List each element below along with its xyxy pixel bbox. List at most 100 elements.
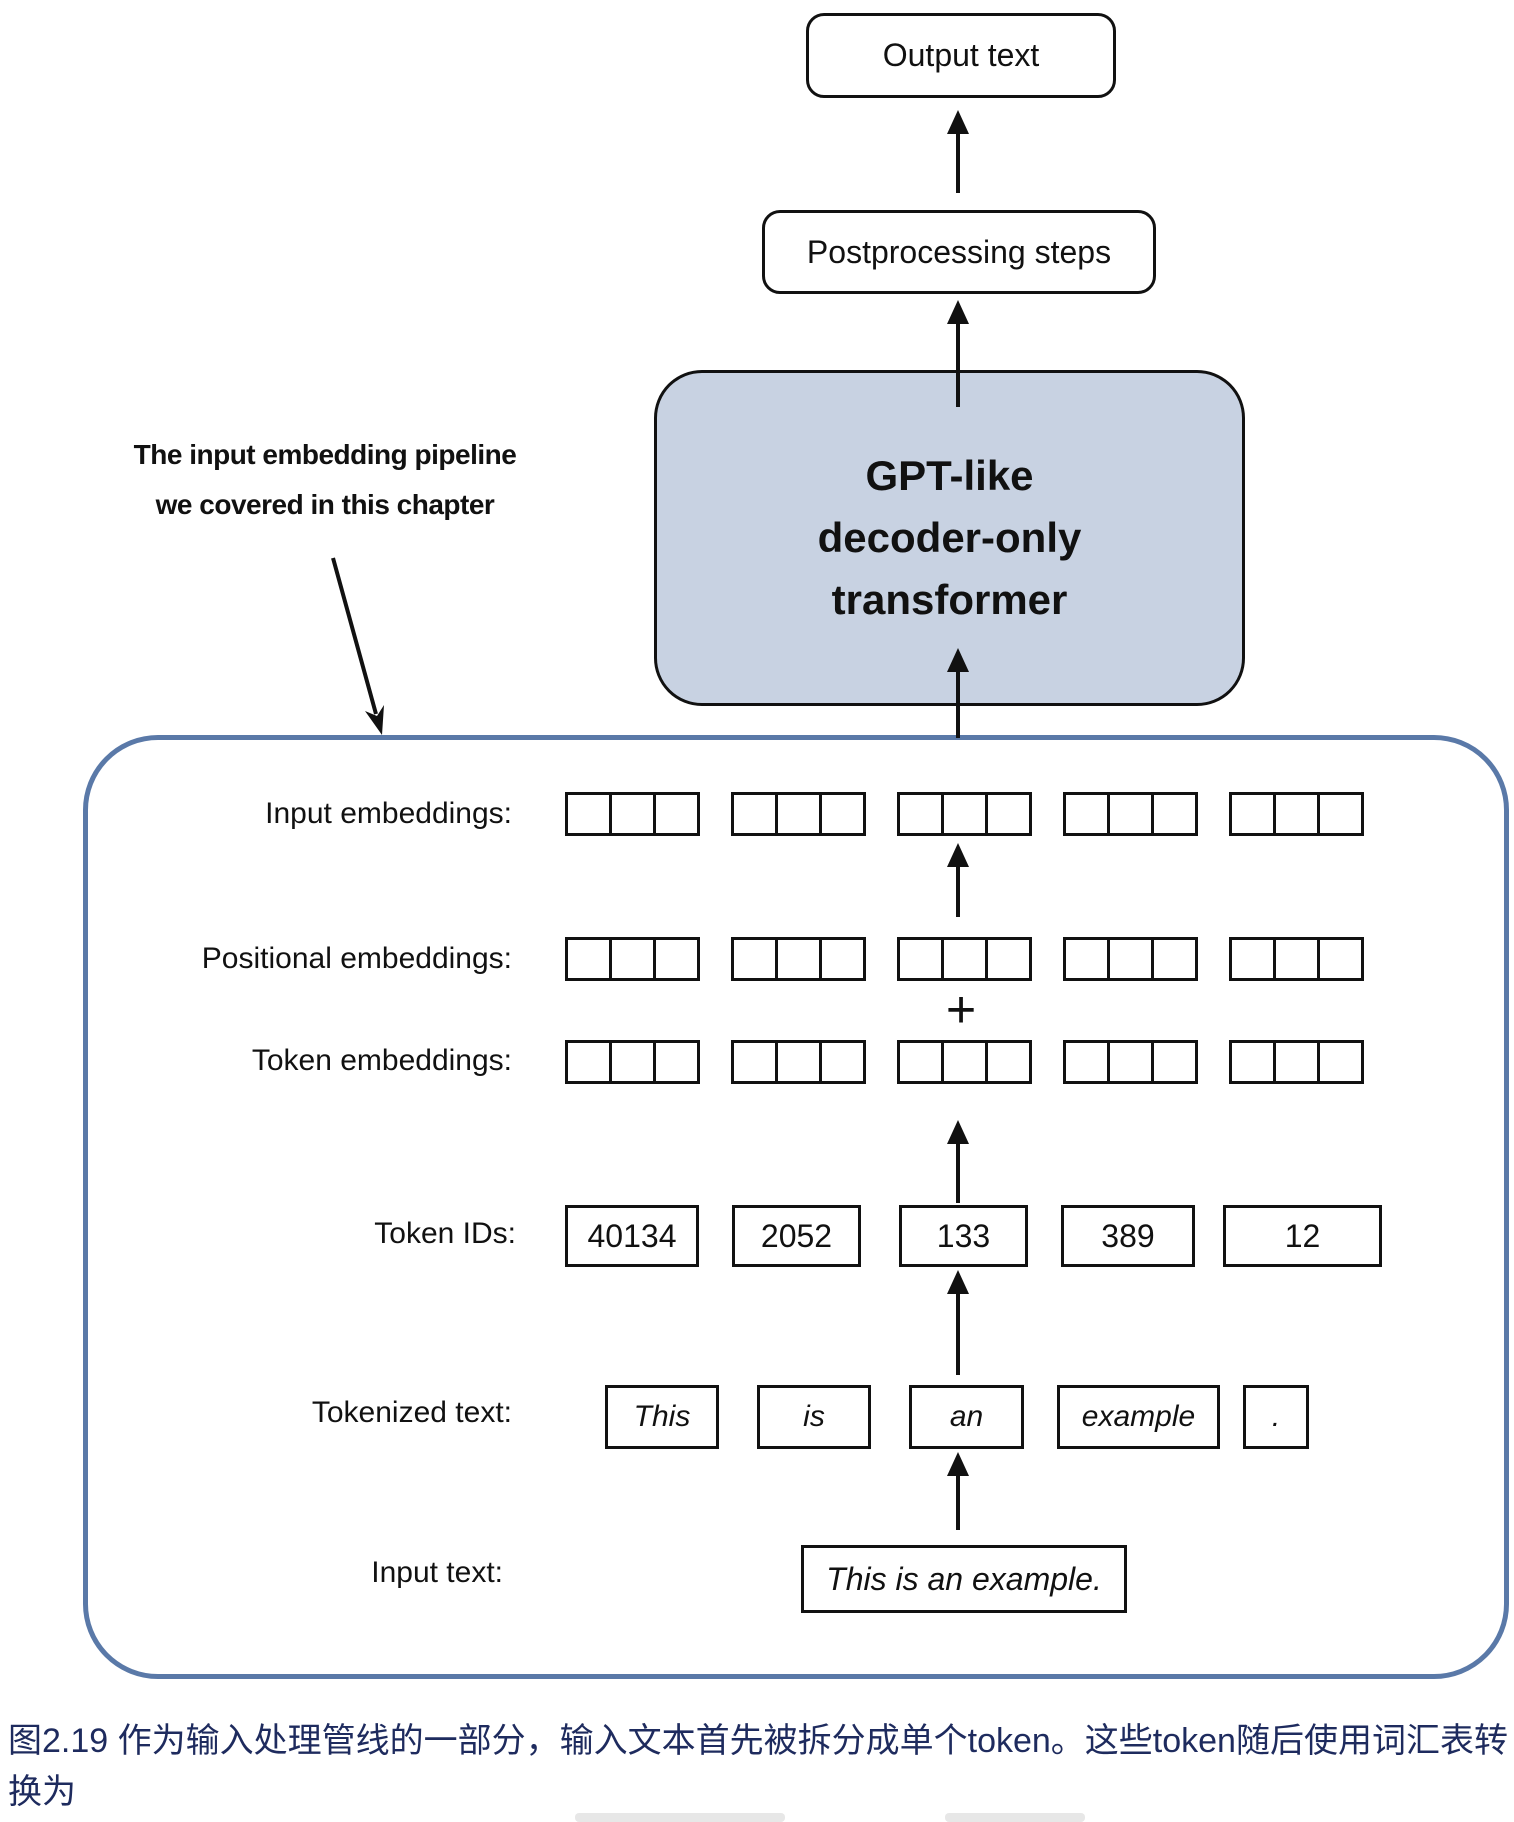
figure-caption: 图2.19 作为输入处理管线的一部分，输入文本首先被拆分成单个token。这些t…: [8, 1716, 1508, 1822]
output-text-box: Output text: [806, 13, 1116, 98]
embedding-cell: [1151, 937, 1198, 981]
embedding-cell: [985, 1040, 1032, 1084]
embedding-cell: [1317, 937, 1364, 981]
embedding-cell: [1151, 792, 1198, 836]
embedding-cell: [985, 937, 1032, 981]
embedding-cell: [941, 1040, 988, 1084]
embedding-cell: [609, 792, 656, 836]
token-box: example: [1057, 1385, 1220, 1449]
embedding-cell: [1317, 792, 1364, 836]
embedding-cell: [731, 937, 778, 981]
embedding-cell: [775, 792, 822, 836]
annotation-text: The input embedding pipeline we covered …: [75, 430, 575, 530]
embedding-vector: [731, 1040, 866, 1084]
token-box: This: [605, 1385, 719, 1449]
embedding-cell: [1107, 792, 1154, 836]
embedding-cell: [941, 792, 988, 836]
gpt-line-3: transformer: [831, 576, 1068, 623]
embedding-vector: [1063, 792, 1198, 836]
arrow-input-text-to-tokens: [956, 1475, 960, 1530]
embedding-cell: [819, 792, 866, 836]
annotation-arrow: [331, 557, 384, 735]
embedding-cell: [1317, 1040, 1364, 1084]
gpt-line-2: decoder-only: [817, 514, 1082, 561]
embedding-cell: [731, 792, 778, 836]
embedding-cell: [565, 792, 612, 836]
embedding-vector: [731, 937, 866, 981]
input-text-label: Input text:: [371, 1556, 503, 1589]
input-embedding-pipeline-box: [83, 735, 1509, 1679]
embedding-cell: [653, 1040, 700, 1084]
embedding-cell: [1273, 937, 1320, 981]
arrow-gpt-to-postprocessing: [956, 323, 960, 407]
token-id-box: 133: [899, 1205, 1028, 1267]
token-box: .: [1243, 1385, 1309, 1449]
input-embeddings-row: [565, 792, 1364, 836]
embedding-cell: [1229, 792, 1276, 836]
token-box: is: [757, 1385, 871, 1449]
gpt-line-1: GPT-like: [865, 452, 1034, 499]
cropped-text-artifact: [575, 1813, 785, 1822]
tokenized-text-label: Tokenized text:: [311, 1396, 512, 1429]
embedding-cell: [1107, 937, 1154, 981]
embedding-cell: [1107, 1040, 1154, 1084]
embedding-vector: [1229, 792, 1364, 836]
embedding-cell: [731, 1040, 778, 1084]
arrow-postprocessing-to-output: [956, 133, 960, 193]
annotation-line-2: we covered in this chapter: [155, 489, 495, 520]
token-embeddings-row: [565, 1040, 1364, 1084]
embedding-cell: [609, 937, 656, 981]
embedding-cell: [1229, 1040, 1276, 1084]
token-ids-label: Token IDs:: [374, 1217, 516, 1250]
embedding-vector: [897, 937, 1032, 981]
token-embeddings-label: Token embeddings:: [251, 1044, 512, 1077]
embedding-vector: [565, 792, 700, 836]
embedding-cell: [565, 1040, 612, 1084]
embedding-cell: [609, 1040, 656, 1084]
embedding-cell: [653, 937, 700, 981]
embedding-cell: [1063, 792, 1110, 836]
positional-embeddings-label: Positional embeddings:: [201, 942, 512, 975]
embedding-cell: [775, 1040, 822, 1084]
caption-line-1: 图2.19 作为输入处理管线的一部分，输入文本首先被拆分成单个token。这些t…: [8, 1722, 1508, 1811]
arrow-sum-to-input-embeddings: [956, 866, 960, 917]
embedding-cell: [897, 792, 944, 836]
token-id-box: 2052: [732, 1205, 861, 1267]
annotation-line-1: The input embedding pipeline: [133, 439, 517, 470]
token-id-box: 389: [1061, 1205, 1195, 1267]
embedding-cell: [1151, 1040, 1198, 1084]
embedding-cell: [1063, 937, 1110, 981]
embedding-cell: [653, 792, 700, 836]
embedding-vector: [565, 1040, 700, 1084]
token-id-box: 12: [1223, 1205, 1382, 1267]
cropped-text-artifact: [945, 1813, 1085, 1822]
token-box: an: [909, 1385, 1024, 1449]
embedding-vector: [731, 792, 866, 836]
embedding-cell: [941, 937, 988, 981]
input-text-box: This is an example.: [801, 1545, 1127, 1613]
positional-embeddings-row: [565, 937, 1364, 981]
embedding-vector: [897, 792, 1032, 836]
arrow-pipeline-to-gpt: [956, 671, 960, 738]
embedding-cell: [819, 1040, 866, 1084]
embedding-vector: [1063, 937, 1198, 981]
input-embeddings-label: Input embeddings:: [265, 797, 512, 830]
plus-sign: +: [945, 981, 977, 1039]
token-id-box: 40134: [565, 1205, 699, 1267]
embedding-cell: [1063, 1040, 1110, 1084]
embedding-vector: [1229, 937, 1364, 981]
embedding-vector: [1229, 1040, 1364, 1084]
postprocessing-steps-box: Postprocessing steps: [762, 210, 1156, 294]
arrow-tokens-to-token-ids: [956, 1293, 960, 1375]
embedding-vector: [897, 1040, 1032, 1084]
embedding-cell: [1229, 937, 1276, 981]
embedding-cell: [985, 792, 1032, 836]
embedding-cell: [1273, 1040, 1320, 1084]
embedding-cell: [897, 937, 944, 981]
embedding-cell: [565, 937, 612, 981]
embedding-cell: [897, 1040, 944, 1084]
embedding-cell: [1273, 792, 1320, 836]
arrow-token-ids-to-token-embeddings: [956, 1143, 960, 1203]
embedding-cell: [775, 937, 822, 981]
